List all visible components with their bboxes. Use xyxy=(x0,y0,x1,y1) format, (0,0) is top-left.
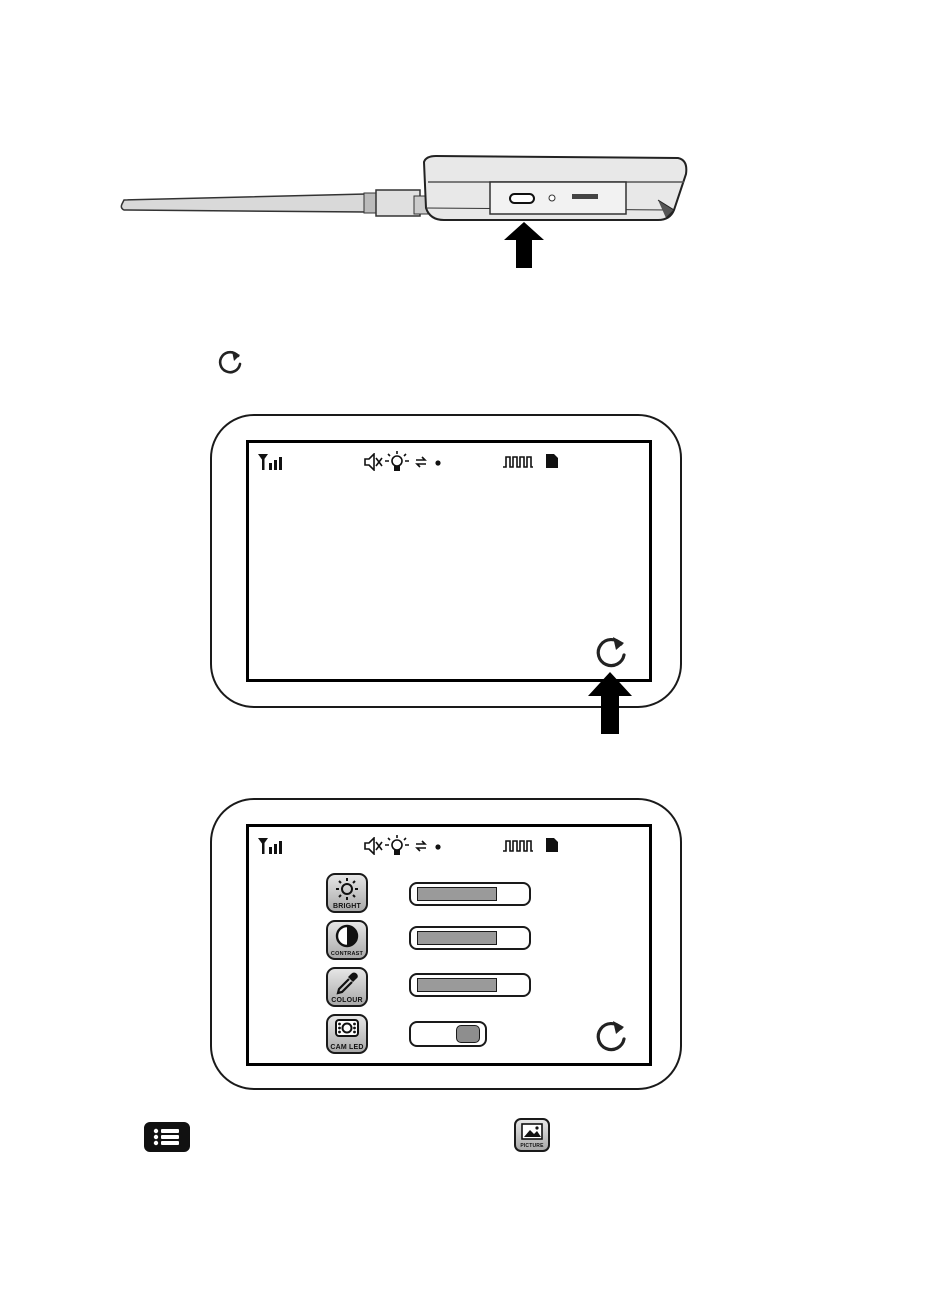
eyedropper-icon xyxy=(335,971,359,995)
list-icon xyxy=(146,1124,188,1150)
mute-icon xyxy=(363,837,383,855)
contrast-label: CONTRAST xyxy=(328,951,366,957)
brightness-label: BRIGHT xyxy=(328,903,366,910)
brightness-button[interactable]: BRIGHT xyxy=(326,873,368,913)
contrast-slider[interactable] xyxy=(409,926,531,950)
colour-label: COLOUR xyxy=(328,997,366,1004)
night-light-icon xyxy=(385,451,409,473)
monitor-frame-live xyxy=(210,414,682,708)
brightness-level xyxy=(417,887,497,901)
record-dot-icon xyxy=(435,844,441,850)
mute-icon xyxy=(363,453,383,471)
monitor-frame-menu: BRIGHT CONTRAST COLOUR xyxy=(210,798,682,1090)
scan-cycle-icon xyxy=(413,839,429,853)
signal-icon xyxy=(257,837,285,855)
camera-led-icon xyxy=(334,1018,360,1040)
record-dot-icon xyxy=(435,460,441,466)
colour-slider[interactable] xyxy=(409,973,531,997)
sd-card-icon xyxy=(545,837,559,853)
picture-button[interactable]: PICTURE xyxy=(514,1118,550,1152)
device-side-view xyxy=(118,152,698,282)
colour-level xyxy=(417,978,497,992)
sun-icon xyxy=(335,877,359,901)
refresh-icon xyxy=(216,348,244,376)
cam-led-toggle[interactable] xyxy=(409,1021,487,1047)
scan-cycle-icon xyxy=(413,455,429,469)
night-light-icon xyxy=(385,835,409,857)
battery-pulse-icon xyxy=(503,839,533,853)
monitor-screen-live xyxy=(246,440,652,682)
signal-icon xyxy=(257,453,285,471)
contrast-icon xyxy=(335,924,359,948)
brightness-slider[interactable] xyxy=(409,882,531,906)
refresh-icon[interactable] xyxy=(593,1019,629,1055)
monitor-screen-menu: BRIGHT CONTRAST COLOUR xyxy=(246,824,652,1066)
cam-led-button[interactable]: CAM LED xyxy=(326,1014,368,1054)
pointer-arrow xyxy=(586,672,634,734)
sd-card-icon xyxy=(545,453,559,469)
picture-icon xyxy=(521,1123,543,1141)
picture-label: PICTURE xyxy=(516,1143,548,1149)
cam-led-label: CAM LED xyxy=(328,1044,366,1051)
contrast-button[interactable]: CONTRAST xyxy=(326,920,368,960)
battery-pulse-icon xyxy=(503,455,533,469)
menu-list-button[interactable] xyxy=(144,1122,190,1152)
colour-button[interactable]: COLOUR xyxy=(326,967,368,1007)
cam-led-toggle-knob xyxy=(456,1025,480,1043)
refresh-icon[interactable] xyxy=(593,635,629,671)
contrast-level xyxy=(417,931,497,945)
